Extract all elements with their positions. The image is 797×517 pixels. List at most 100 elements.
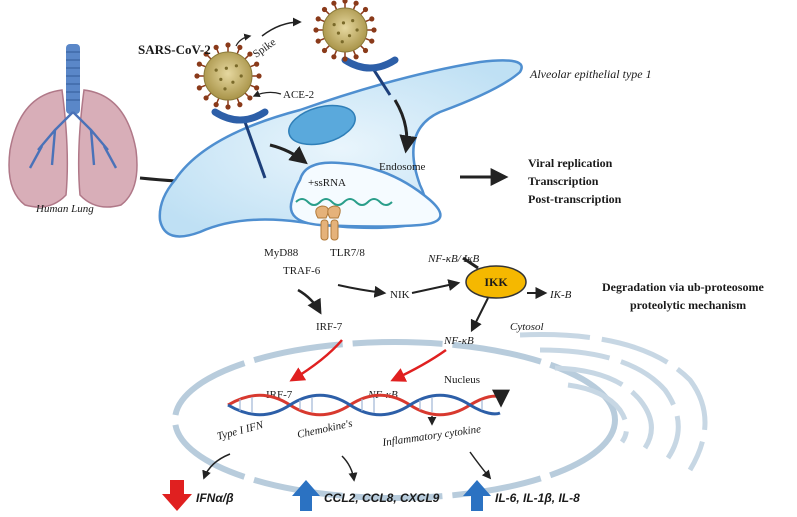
ifn-output-text: IFNα/β — [196, 491, 234, 505]
virus-texture — [219, 77, 223, 81]
nik-label: NIK — [390, 289, 410, 301]
spike-tip — [247, 51, 253, 57]
ifn-output: IFNα/β — [162, 480, 234, 511]
spike-tip — [353, 0, 359, 6]
spike-tip — [313, 27, 319, 33]
virus-texture — [214, 68, 218, 72]
cytokine-output-arrow — [469, 451, 492, 480]
spike-tip — [321, 6, 328, 13]
traf6-to-irf7-arrow — [297, 288, 322, 315]
endosome-label: Endosome — [379, 161, 426, 173]
spike-tip — [321, 47, 328, 54]
ace2-arrow — [252, 90, 282, 98]
spike-tip — [213, 102, 219, 108]
virus-texture — [224, 66, 228, 70]
virus-particle-right — [313, 0, 377, 62]
tlr-label: TLR7/8 — [330, 247, 365, 259]
traf6-to-nik-arrow — [337, 284, 387, 298]
transcription-text: Transcription — [528, 174, 599, 188]
spike-tip — [331, 54, 337, 60]
degradation-text: Degradation via ub-proteosome proteolyti… — [602, 280, 764, 312]
ssrna-label: +ssRNA — [308, 177, 346, 189]
virus-label: SARS-CoV-2 — [138, 42, 211, 57]
ikk-to-nfkb-arrow — [470, 297, 489, 333]
lung-label: Human Lung — [35, 203, 94, 215]
lung-illustration: Human Lung — [8, 44, 138, 215]
virus-texture — [336, 31, 341, 35]
virus-particle-left — [194, 42, 262, 110]
nfkb-cytosol-label: NF-κB — [443, 335, 474, 347]
spike-tip — [371, 27, 377, 33]
ikk-complex: IKK — [465, 265, 527, 299]
spike-tip — [203, 95, 209, 101]
nfkb-translocation-arrow — [390, 348, 447, 382]
virus-envelope — [322, 7, 368, 53]
virus-texture — [341, 21, 346, 25]
irf7-cytosol-label: IRF-7 — [316, 321, 343, 333]
cytosol-label: Cytosol — [510, 321, 544, 333]
nucleus-label: Nucleus — [444, 374, 480, 386]
cytokine-output: IL-6, IL-1β, IL-8 — [463, 480, 580, 511]
spike-tip — [342, 0, 348, 4]
chemokines-label: Chemokine's — [296, 418, 353, 441]
spike-tip — [369, 16, 375, 22]
post-transcription-text: Post-transcription — [528, 192, 622, 206]
down-arrow-icon — [162, 480, 192, 511]
virus-envelope — [203, 51, 253, 101]
ace2-label: ACE-2 — [283, 89, 314, 101]
spike-tip — [196, 61, 202, 67]
ace2-receptor-right — [341, 56, 399, 96]
virus-texture — [332, 23, 336, 27]
degradation-line1: Degradation via ub-proteosome — [602, 280, 764, 294]
spike-tip — [331, 0, 337, 6]
spike-tip — [213, 44, 219, 50]
viral-outcomes: Viral replication Transcription Post-tra… — [528, 156, 622, 206]
nik-to-ikk-arrow — [411, 279, 461, 294]
viral-replication-text: Viral replication — [528, 156, 613, 170]
cell-type-label: Alveolar epithelial type 1 — [529, 67, 652, 81]
virus-to-spike-arrow — [235, 33, 252, 47]
ikb-label: IK-B — [549, 289, 572, 301]
chemokine-output-text: CCL2, CCL8, CXCL9 — [324, 491, 440, 505]
spike-tip — [362, 47, 369, 54]
spike-tip — [247, 95, 253, 101]
endoplasmic-reticulum — [519, 332, 708, 472]
traf6-label: TRAF-6 — [283, 265, 321, 277]
virus-texture — [347, 34, 352, 38]
chemokine-output: CCL2, CCL8, CXCL9 — [292, 480, 440, 511]
spike-tip — [256, 73, 262, 79]
spike-tip — [196, 85, 202, 91]
inflammatory-cytokine-label: Inflammatory cytokine — [381, 423, 482, 449]
virus-texture — [340, 40, 344, 44]
spike-arrow — [261, 17, 302, 37]
ace2-receptor-left — [211, 108, 269, 179]
virus-texture — [234, 64, 238, 68]
spike-tip — [203, 51, 209, 57]
spike-tip — [342, 56, 348, 62]
virus-texture — [355, 28, 359, 32]
ifn-output-arrow — [202, 453, 231, 480]
cell-nucleus — [288, 104, 356, 146]
spike-tip — [353, 54, 359, 60]
up-arrow-icon — [292, 480, 320, 511]
nucleus-region — [172, 339, 618, 501]
spike-tip — [315, 38, 321, 44]
virus-texture — [239, 74, 243, 78]
irf7-translocation-arrow — [289, 339, 343, 382]
entry-arrow — [269, 143, 308, 165]
spike-tip — [237, 44, 243, 50]
spike-tip — [254, 85, 260, 91]
nfkb-ikb-inhibition — [462, 256, 479, 270]
virus-texture — [231, 80, 235, 84]
type1-ifn-label: Type I IFN — [216, 419, 266, 443]
spike-tip — [254, 61, 260, 67]
to-endosome-arrow — [393, 99, 418, 154]
degradation-line2: proteolytic mechanism — [630, 298, 746, 312]
tlr-receptor — [315, 205, 341, 241]
virus-texture — [223, 87, 227, 91]
ssrna-strand — [295, 198, 393, 206]
spike-tip — [194, 73, 200, 79]
spike-tip — [225, 42, 231, 48]
spike-tip — [225, 104, 231, 110]
